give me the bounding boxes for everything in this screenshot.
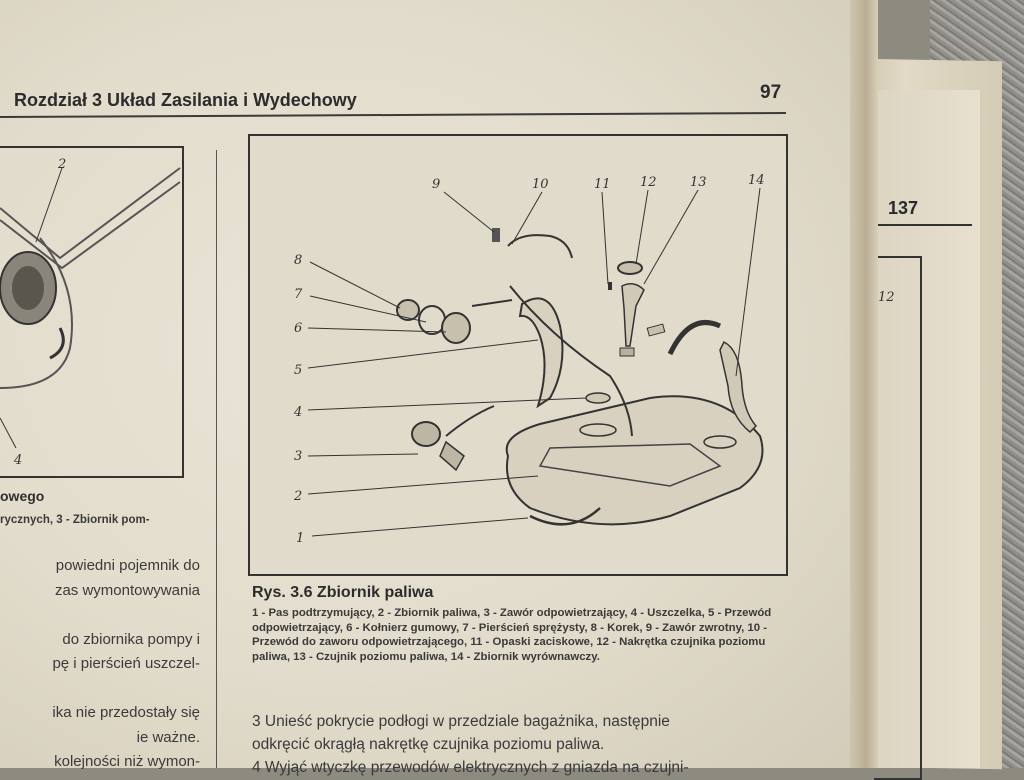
- figure-label-4: 4: [293, 405, 302, 420]
- figure-label-11: 11: [594, 177, 611, 192]
- left-figure-label-4: 4: [13, 453, 22, 468]
- left-figure-label-2: 2: [57, 157, 66, 172]
- back-page-figure-frame: [874, 256, 922, 780]
- figure-label-5: 5: [294, 363, 302, 378]
- figure-label-8: 8: [294, 253, 302, 268]
- figure-label-12: 12: [640, 175, 657, 190]
- figure-legend: 1 - Pas podtrzymujący, 2 - Zbiornik pali…: [252, 607, 772, 663]
- figure-label-3: 3: [294, 449, 302, 464]
- left-caption: owego: [0, 488, 45, 504]
- left-text-line: [0, 603, 200, 628]
- back-page: 137 12: [868, 90, 980, 780]
- figure-label-1: 1: [296, 531, 304, 546]
- left-text-line: ika nie przedostały się: [52, 704, 200, 721]
- back-page-number: 137: [888, 198, 919, 218]
- left-figure-drawing: 2 4: [0, 157, 181, 468]
- fuel-tank-shape: [505, 395, 764, 526]
- left-text-line: pę i pierścień uszczel-: [52, 655, 200, 672]
- header-rule: [0, 111, 786, 119]
- left-caption-legend: rycznych, 3 - Zbiornik pom-: [0, 514, 150, 526]
- figure-label-6: 6: [294, 321, 302, 336]
- figure-caption: Rys. 3.6 Zbiornik paliwa: [252, 584, 434, 601]
- chapter-header: Rozdział 3 Układ Zasilania i Wydechowy: [14, 90, 357, 110]
- back-page-rule: [876, 224, 972, 226]
- left-text-line: do zbiornika pompy i: [62, 630, 200, 648]
- left-figure: 2 4: [0, 146, 184, 478]
- figure-label-7: 7: [294, 287, 303, 302]
- figure-label-10: 10: [532, 177, 549, 192]
- left-text-line: [0, 677, 200, 702]
- back-page-label: 12: [878, 290, 895, 305]
- body-line: 3 Unieść pokrycie podłogi w przedziale b…: [252, 713, 670, 730]
- column-divider: [216, 150, 217, 768]
- left-text-line: powiedni pojemnik do: [55, 557, 200, 574]
- page-number: 97: [760, 82, 782, 103]
- figure-label-13: 13: [690, 175, 707, 190]
- left-text-line: zas wymontowywania: [54, 581, 200, 599]
- left-text-line: kolejności niż wymon-: [54, 753, 200, 770]
- left-body-text: powiedni pojemnik do zas wymontowywania …: [0, 554, 200, 775]
- fuel-tank-drawing: 1 2 3 4 5 6 7 8 9 10 11 12 13 14: [293, 173, 765, 546]
- figure-label-14: 14: [748, 173, 765, 188]
- left-text-line: ie ważne.: [136, 728, 200, 746]
- body-line: odkręcić okrągłą nakrętkę czujnika pozio…: [252, 736, 605, 753]
- fuel-tank-figure: 1 2 3 4 5 6 7 8 9 10 11 12 13 14: [248, 134, 788, 576]
- book-page: Rozdział 3 Układ Zasilania i Wydechowy 9…: [0, 0, 850, 776]
- body-text: 3 Unieść pokrycie podłogi w przedziale b…: [252, 710, 787, 779]
- figure-label-9: 9: [432, 177, 440, 192]
- figure-label-2: 2: [293, 489, 302, 504]
